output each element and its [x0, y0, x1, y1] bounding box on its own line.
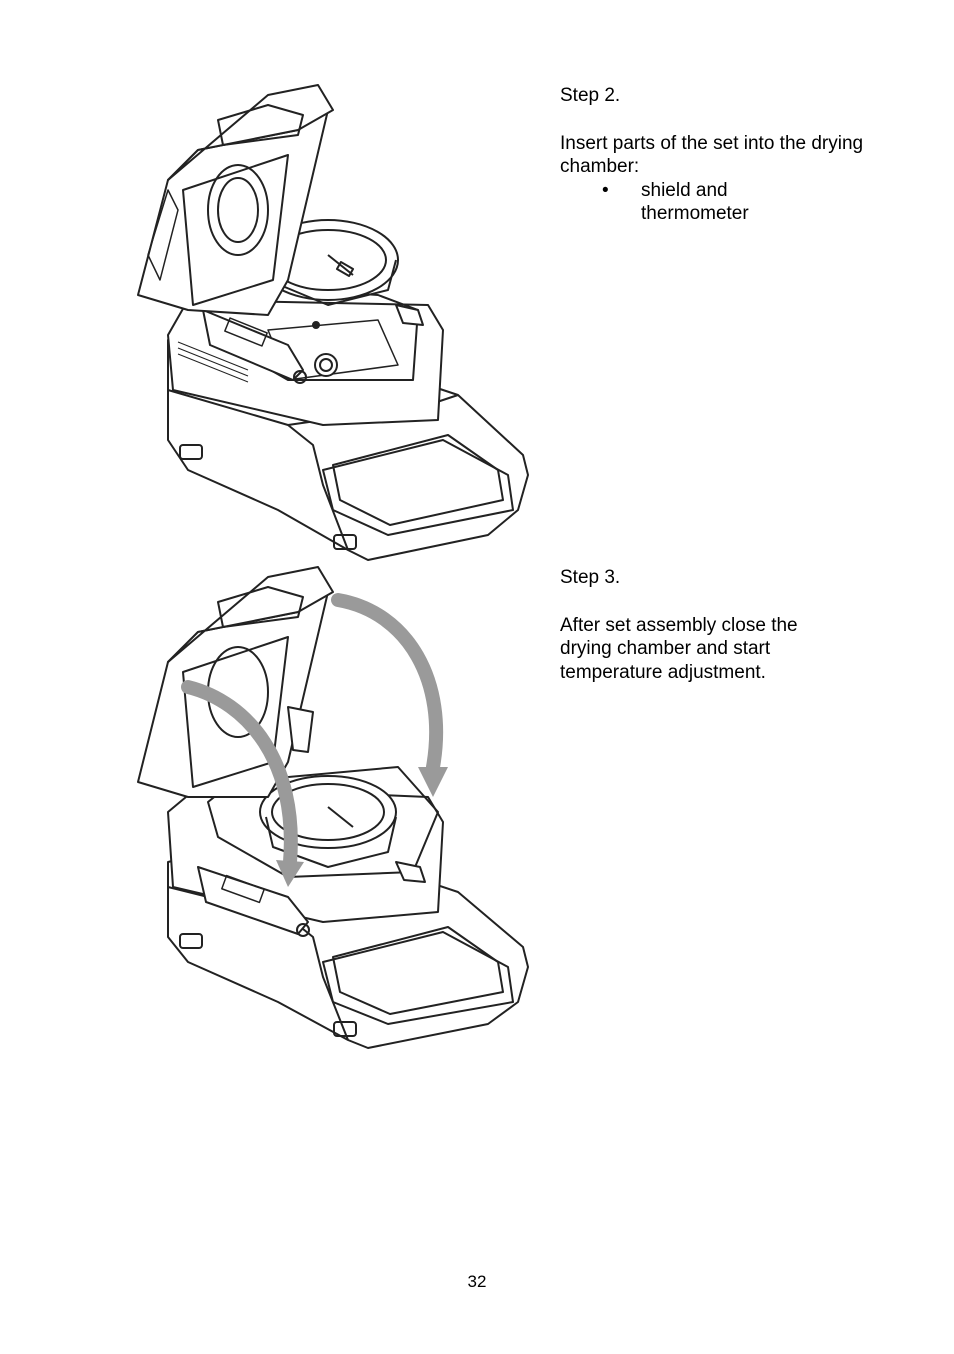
page-number: 32: [467, 1272, 487, 1291]
step2-illustration: [128, 80, 538, 568]
step2-text: Insert parts of the set into the drying …: [560, 132, 864, 178]
step2-block: Step 2. Insert parts of the set into the…: [560, 84, 900, 226]
step2-bullet-text: shield and thermometer: [641, 179, 749, 225]
bullet-icon: •: [602, 179, 609, 201]
step2-bullet-item: • shield and thermometer: [560, 179, 761, 226]
step2-bullet-list: • shield and thermometer: [560, 179, 900, 226]
step3-title: Step 3.: [560, 567, 621, 588]
step2-title: Step 2.: [560, 85, 621, 106]
step3-text: After set assembly close the drying cham…: [560, 614, 798, 683]
step3-block: Step 3. After set assembly close the dry…: [560, 566, 900, 684]
step3-illustration: [128, 562, 538, 1050]
